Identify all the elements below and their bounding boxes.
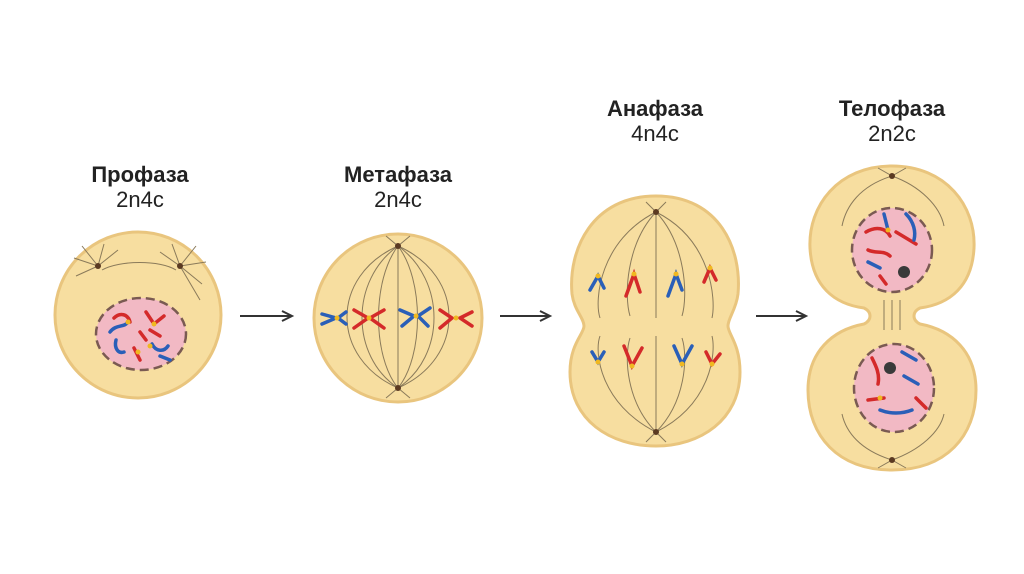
telophase-nucleus-top (850, 206, 934, 294)
prophase-astral-rays (73, 243, 207, 301)
telophase-nucleus-bottom (852, 342, 936, 434)
anaphase-cell (568, 194, 742, 448)
prophase-label: Профаза 2n4c (60, 162, 220, 212)
anaphase-title: Анафаза (606, 96, 704, 121)
prophase-centrosome-left (95, 263, 101, 269)
prophase-centrosome-right (177, 263, 183, 269)
telophase-centromeres (877, 227, 891, 401)
metaphase-formula: 2n4c (374, 186, 422, 212)
metaphase-title: Метафаза (344, 162, 452, 187)
telophase-title: Телофаза (838, 96, 946, 121)
telophase-centrosome-top (889, 173, 895, 179)
telophase-formula: 2n2c (868, 120, 916, 146)
prophase-title: Профаза (91, 162, 189, 187)
arrow-3-head-icon (795, 310, 809, 322)
arrow-2-head-icon (539, 310, 553, 322)
anaphase-cytoplasm (568, 194, 742, 448)
metaphase-centrosome-top (395, 243, 401, 249)
anaphase-centrosome-bottom (653, 429, 659, 435)
arrow-1-head-icon (281, 310, 295, 322)
telophase-chromosomes-top (864, 212, 918, 286)
prophase-cell (53, 230, 223, 400)
telophase-spindle-remnants (841, 167, 945, 469)
telophase-chromosomes-bottom (866, 350, 928, 415)
telophase-cell (806, 164, 978, 472)
anaphase-centrosome-top (653, 209, 659, 215)
telophase-nucleolus-top (898, 266, 910, 278)
anaphase-label: Анафаза 4n4c (575, 96, 735, 146)
prophase-centromeres (125, 319, 157, 355)
anaphase-centromeres (595, 265, 715, 369)
prophase-formula: 2n4c (116, 186, 164, 212)
anaphase-spindle (597, 201, 714, 443)
telophase-centrosome-bottom (889, 457, 895, 463)
metaphase-label: Метафаза 2n4c (318, 162, 478, 212)
metaphase-centrosome-bottom (395, 385, 401, 391)
telophase-label: Телофаза 2n2c (812, 96, 972, 146)
metaphase-cell (312, 232, 484, 404)
telophase-nucleolus-bottom (884, 362, 896, 374)
anaphase-formula: 4n4c (631, 120, 679, 146)
metaphase-centromeres (334, 313, 459, 321)
